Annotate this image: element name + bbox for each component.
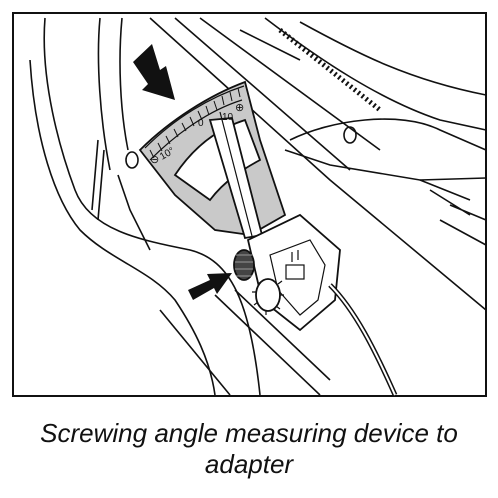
knurled-knob	[233, 249, 255, 281]
angle-gauge	[138, 80, 398, 397]
angle-gauge-illustration: ⊖ 10° 0 10 ⊕	[12, 12, 487, 397]
scale-center-label: 0	[198, 118, 204, 129]
scale-right-label: 10	[222, 112, 234, 123]
vehicle-background-lines	[29, 17, 487, 396]
arrow-down-right-icon	[133, 44, 175, 100]
caption-line-1: Screwing angle measuring device to	[40, 418, 458, 448]
scale-plus-symbol: ⊕	[235, 102, 244, 114]
caption-line-2: adapter	[204, 449, 294, 479]
indicator-arrows	[133, 44, 232, 300]
figure-caption: Screwing angle measuring device to adapt…	[0, 418, 498, 480]
scale-minus-symbol: ⊖	[150, 154, 159, 166]
arrow-right-icon	[188, 273, 232, 300]
